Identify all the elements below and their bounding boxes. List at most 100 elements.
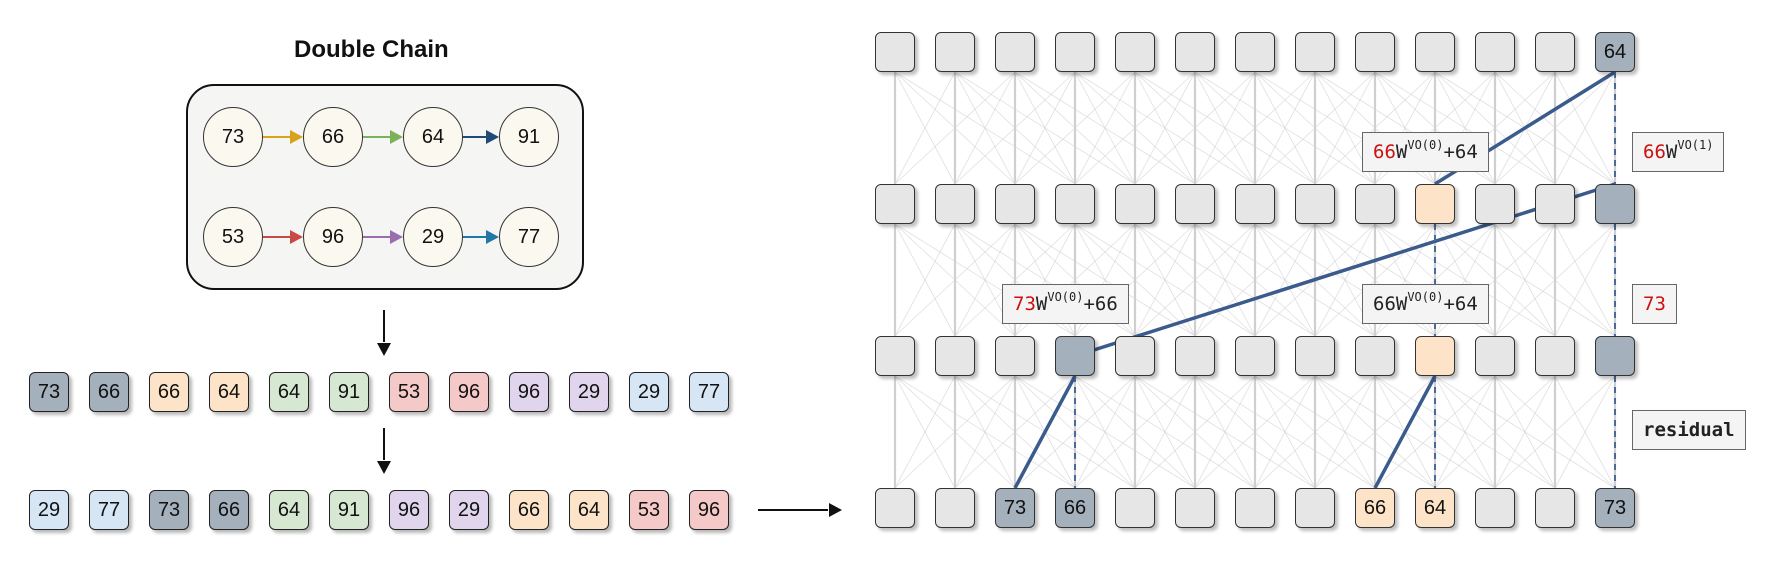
attention-link — [1194, 223, 1316, 337]
sequence-token: 64 — [269, 372, 309, 412]
attention-link — [1194, 375, 1376, 489]
network-node: 66 — [1355, 488, 1395, 528]
chain-arrow-head — [290, 230, 303, 244]
network-node — [1295, 336, 1335, 376]
attention-link — [1134, 375, 1256, 489]
chain-node: 77 — [499, 207, 559, 267]
label-residual: residual — [1632, 410, 1746, 450]
attention-link — [1434, 375, 1616, 489]
attention-link — [1194, 71, 1376, 185]
chain-node: 64 — [403, 107, 463, 167]
sequence-token: 73 — [29, 372, 69, 412]
shuffled-token: 73 — [149, 490, 189, 530]
attention-link — [1074, 375, 1196, 489]
shuffled-token: 64 — [269, 490, 309, 530]
attention-link — [1254, 375, 1376, 489]
network-node — [1055, 184, 1095, 224]
attention-link — [1254, 71, 1376, 185]
network-node: 64 — [1595, 32, 1635, 72]
network-node — [1475, 488, 1515, 528]
attention-link — [894, 223, 1016, 337]
attention-link — [1134, 71, 1256, 185]
network-node — [1415, 336, 1455, 376]
chain-node: 29 — [403, 207, 463, 267]
network-node: 66 — [1055, 488, 1095, 528]
attention-link — [1014, 375, 1196, 489]
network-node — [1115, 488, 1155, 528]
network-node — [1175, 184, 1215, 224]
chain-node: 73 — [203, 107, 263, 167]
attention-link — [894, 71, 956, 185]
attention-link — [1074, 223, 1256, 337]
network-node — [875, 184, 915, 224]
attention-link — [1554, 375, 1616, 489]
network-node: 64 — [1415, 488, 1455, 528]
network-node — [1355, 336, 1395, 376]
network-node — [1235, 336, 1275, 376]
attention-link — [1254, 375, 1436, 489]
attention-link — [1194, 375, 1316, 489]
attention-link — [954, 71, 1136, 185]
shuffled-token: 96 — [689, 490, 729, 530]
network-node — [1175, 336, 1215, 376]
attention-link — [894, 375, 956, 489]
attention-link — [1494, 375, 1616, 489]
chain-arrow-head — [486, 130, 499, 144]
attention-link — [1134, 71, 1316, 185]
shuffled-token: 29 — [449, 490, 489, 530]
attention-link — [894, 71, 1076, 185]
attention-link — [1494, 223, 1616, 337]
network-node — [935, 184, 975, 224]
network-node — [1235, 32, 1275, 72]
attention-link — [1314, 375, 1436, 489]
network-node — [1535, 184, 1575, 224]
network-node — [1355, 184, 1395, 224]
chain-arrow-head — [390, 230, 403, 244]
attention-link — [894, 375, 1016, 489]
path-left-to-73 — [1013, 375, 1077, 489]
down-arrow-head — [377, 461, 391, 474]
network-node — [1475, 184, 1515, 224]
sequence-token: 29 — [629, 372, 669, 412]
path-slate-to-left — [1074, 182, 1616, 358]
attention-link — [1014, 223, 1196, 337]
network-node — [1295, 32, 1335, 72]
attention-link — [894, 375, 1076, 489]
network-node — [1235, 488, 1275, 528]
network-node: 73 — [995, 488, 1035, 528]
network-node — [1595, 184, 1635, 224]
network-node — [995, 32, 1035, 72]
shuffled-token: 53 — [629, 490, 669, 530]
shuffled-token: 77 — [89, 490, 129, 530]
attention-link — [1434, 223, 1616, 337]
label-mid-right: 73 — [1632, 284, 1677, 324]
network-node — [1055, 32, 1095, 72]
network-node — [875, 488, 915, 528]
attention-link — [1074, 223, 1196, 337]
right-arrow-head — [829, 503, 842, 517]
network-node — [1175, 32, 1215, 72]
network-node — [1415, 32, 1455, 72]
attention-link — [1074, 375, 1256, 489]
chain-arrow-head — [486, 230, 499, 244]
chain-title: Double Chain — [294, 36, 449, 63]
chain-node: 66 — [303, 107, 363, 167]
network-node — [1535, 336, 1575, 376]
down-arrow-head — [377, 343, 391, 356]
network-node — [1595, 336, 1635, 376]
attention-link — [894, 71, 1016, 185]
shuffled-token: 91 — [329, 490, 369, 530]
attention-link — [1134, 375, 1316, 489]
chain-node: 91 — [499, 107, 559, 167]
attention-link — [1074, 71, 1256, 185]
attention-link — [1434, 223, 1556, 337]
sequence-token: 96 — [449, 372, 489, 412]
network-node — [875, 336, 915, 376]
shuffled-token: 66 — [209, 490, 249, 530]
network-node — [935, 336, 975, 376]
chain-node: 53 — [203, 207, 263, 267]
attention-link — [1134, 223, 1316, 337]
